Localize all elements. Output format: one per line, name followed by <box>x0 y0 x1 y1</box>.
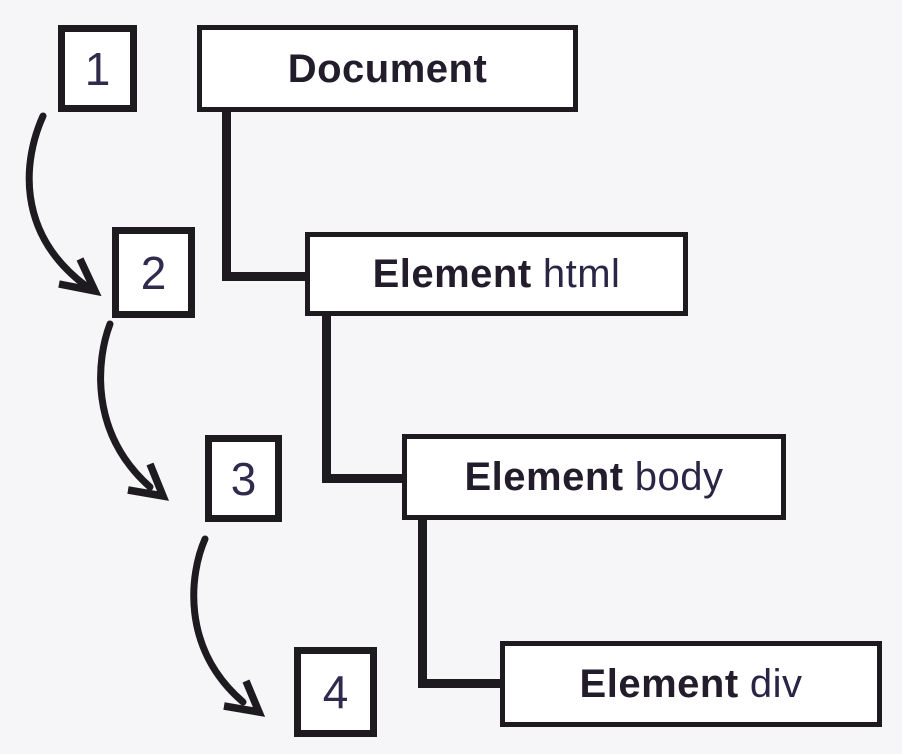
connector-body-to-div-horizontal <box>418 679 503 688</box>
connector-html-to-body-vertical <box>322 314 331 483</box>
arrow-3-to-4-icon <box>190 535 266 717</box>
connector-body-to-div-vertical <box>418 518 427 688</box>
connector-html-to-body-horizontal <box>322 474 405 483</box>
order-marker-3-number: 3 <box>230 452 257 505</box>
node-element-html-label: Element <box>372 252 532 296</box>
connector-document-to-html-horizontal <box>222 272 308 281</box>
connector-document-to-html-vertical <box>222 110 231 281</box>
order-marker-2-number: 2 <box>140 246 167 299</box>
order-marker-3: 3 <box>205 435 282 522</box>
order-marker-1-number: 1 <box>84 42 111 95</box>
order-marker-4: 4 <box>294 647 377 737</box>
node-element-div-label: Element <box>579 662 739 706</box>
node-element-body-tag: body <box>634 455 724 499</box>
arrow-2-to-3-icon <box>97 320 170 501</box>
node-element-body-label: Element <box>464 455 624 499</box>
node-element-div-tag: div <box>749 662 803 706</box>
node-document: Document <box>197 25 578 112</box>
arrow-1-to-2-icon <box>25 112 102 297</box>
order-marker-4-number: 4 <box>322 666 349 718</box>
node-document-label: Document <box>287 46 488 91</box>
order-marker-2: 2 <box>112 227 195 318</box>
node-element-html-tag: html <box>542 252 621 296</box>
order-marker-1: 1 <box>58 25 137 112</box>
